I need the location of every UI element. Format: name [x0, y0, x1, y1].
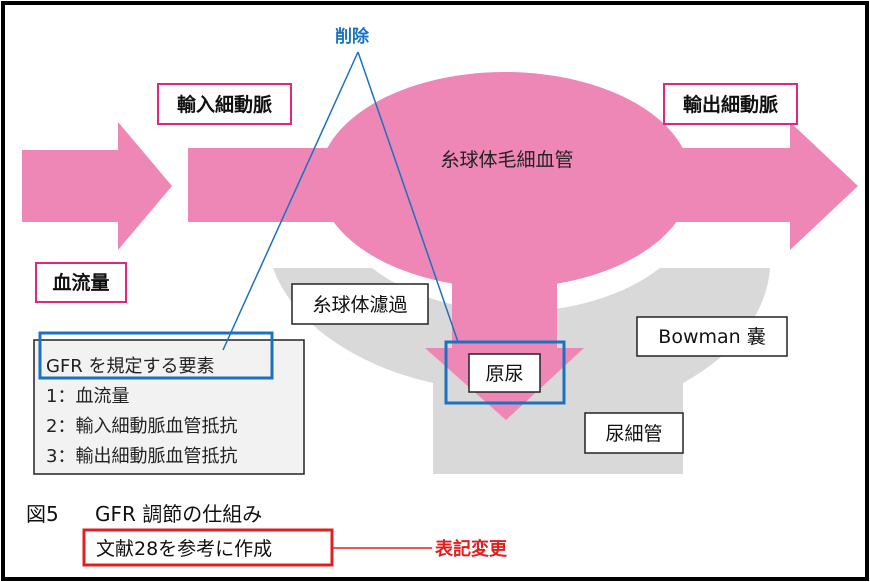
glomerulus-shape — [319, 72, 691, 288]
bowman-capsule-tag: Bowman 嚢 — [636, 316, 788, 357]
gfr-factor-item: 3：輸出細動脈血管抵抗 — [46, 446, 237, 467]
blood-flow-label: 血流量 — [52, 271, 109, 294]
delete-annotation: 削除 — [38, 26, 566, 405]
primary-urine-tag: 原尿 — [468, 353, 541, 393]
delete-highlight-primary-urine — [444, 340, 566, 405]
gfr-factor-item: 1：血流量 — [46, 386, 129, 407]
gfr-factors-heading: GFR を規定する要素 — [46, 356, 215, 377]
delete-annotation-label: 削除 — [335, 26, 370, 47]
bowman-capsule-label: Bowman 嚢 — [658, 326, 765, 348]
afferent-arteriole-tag: 輸入細動脈 — [157, 83, 292, 125]
figure-title: GFR 調節の仕組み — [95, 502, 262, 526]
glomerular-filtration-tag: 糸球体濾過 — [291, 283, 429, 325]
renal-tubule-box — [584, 412, 684, 454]
filtration-stem — [452, 262, 557, 348]
bowman-capsule-box — [636, 316, 788, 357]
figure-number: 図5 — [26, 502, 59, 526]
gfr-factors-frame — [33, 339, 305, 475]
blood-flow-box — [35, 262, 127, 303]
delete-leader-line-right — [357, 51, 459, 343]
renal-tubule-label: 尿細管 — [605, 423, 662, 445]
glomerular-filtration-box — [291, 283, 429, 325]
gfr-factor-item: 2：輸入細動脈血管抵抗 — [46, 416, 237, 437]
delete-highlight-heading — [38, 331, 274, 380]
blood-flow-tag: 血流量 — [35, 262, 127, 303]
afferent-arteriole-box — [157, 83, 292, 125]
delete-leader-line-left — [222, 51, 359, 351]
notation-change-label: 表記変更 — [435, 538, 508, 560]
primary-urine-box — [468, 353, 541, 393]
renal-tubule-tag: 尿細管 — [584, 412, 684, 454]
blood-flow-arrow — [22, 122, 172, 250]
efferent-arteriole-label: 輸出細動脈 — [683, 93, 778, 116]
glomerular-filtration-label: 糸球体濾過 — [312, 294, 407, 316]
glomerular-capillary-label: 糸球体毛細血管 — [440, 149, 573, 171]
reference-annotation: 文献28を参考に作成 表記変更 — [82, 528, 508, 567]
afferent-arteriole-label: 輸入細動脈 — [177, 93, 272, 116]
efferent-arteriole-tag: 輸出細動脈 — [663, 83, 798, 125]
reference-text: 文献28を参考に作成 — [96, 538, 272, 560]
gfr-factors-box: GFR を規定する要素 1：血流量 2：輸入細動脈血管抵抗 3：輸出細動脈血管抵… — [33, 339, 305, 475]
primary-urine-label: 原尿 — [485, 363, 523, 385]
efferent-arteriole-box — [663, 83, 798, 125]
